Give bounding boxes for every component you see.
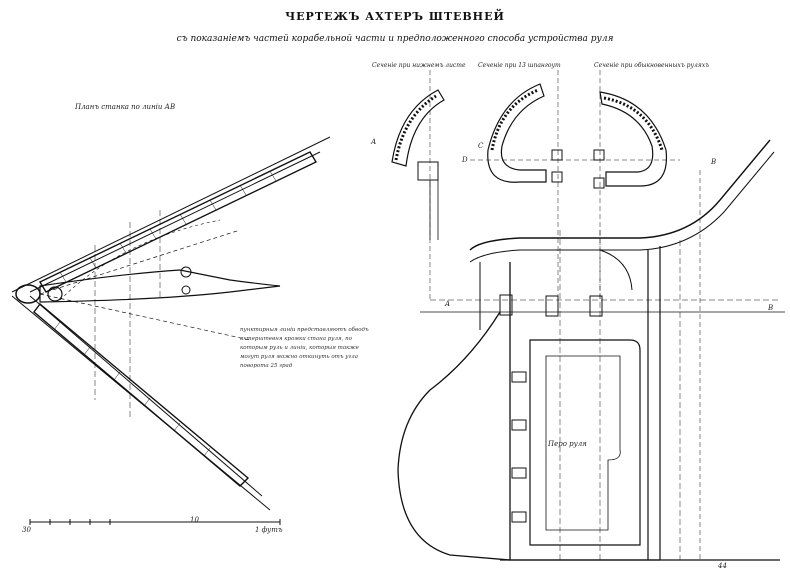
section-2 [487,70,563,300]
drawing-subtitle: съ показаніемъ частей корабельной части … [176,34,614,44]
section-3-label: Сеченіе при обыкновенныхъ руляхъ [594,62,710,69]
rudder-label: Перо руля [548,440,587,448]
letter-c: С [478,142,484,150]
letter-d: D [462,156,468,164]
section-3 [470,70,680,300]
plank-strip-lower [33,302,250,487]
hull-inner-lower [29,295,263,497]
hull-body [397,311,511,561]
hull-inner-upper [29,151,321,293]
sternpost-curve [469,139,771,251]
plan-view-label: Планъ станка по линіи АВ [75,103,176,111]
section-2-label: Сеченіе при 13 шпангоут [478,62,561,69]
side-view [397,139,785,561]
plank-strip-upper [39,151,317,293]
letter-a2: A [445,300,451,308]
plan-legend: пунктирныя линіи представляютъ обводъ ах… [240,327,369,369]
letter-b2: B [768,304,774,312]
scale-label-left: 30 [22,526,31,534]
drawing-title: ЧЕРТЕЖЪ АХТЕРЪ ШТЕВНЕЙ [285,10,505,23]
scale-bar [29,519,281,525]
rudder-blade [529,339,641,546]
section-1-label: Сеченіе при нижнемъ листе [372,62,466,69]
plan-view [11,136,331,525]
rudder-plan [39,269,281,303]
hull-outer-upper [11,136,331,293]
scale-label-mid: 10 [190,516,199,524]
scale-label-right: 1 футъ [255,526,283,534]
bottom-mark: 44 [718,562,727,570]
stern-post [15,284,41,304]
section-1 [391,70,445,300]
letter-a: А [371,138,377,146]
letter-b: В [711,158,717,166]
